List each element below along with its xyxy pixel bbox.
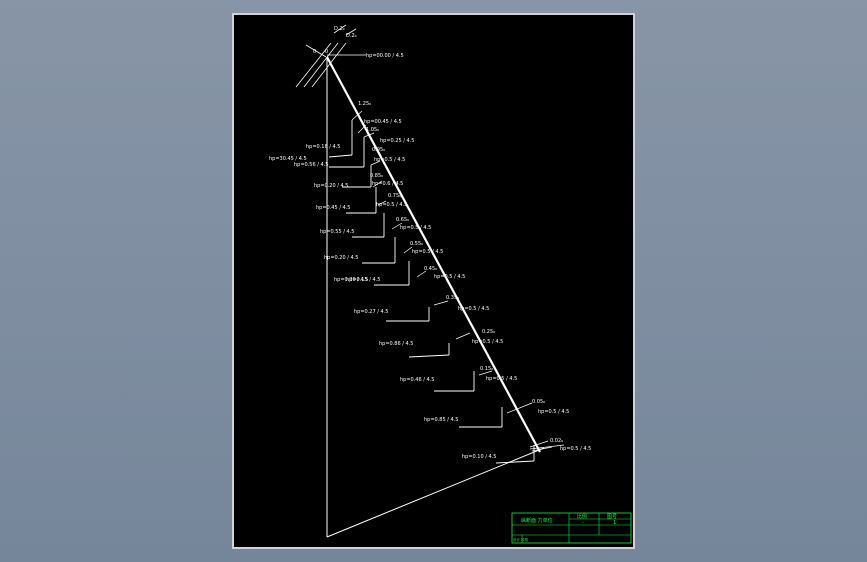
profile-drawing: 0 0 D.2₀ D.2₀ hp=00.00 / 4.5 1.25₀ hp=00…	[269, 24, 632, 544]
annotation: 0.85₀	[370, 173, 383, 179]
annotation: 0.75₀	[388, 193, 401, 199]
annotation: hp=00.00 / 4.5	[366, 53, 404, 59]
annotation: hp=0.15 / 4.5	[346, 277, 380, 283]
title-block-col2-value: 1	[613, 520, 616, 526]
annotation: hp=0.25 / 4.5	[380, 138, 414, 144]
annotation: hp=0.5 / 4.5	[458, 306, 489, 312]
annotation: 0.05₀	[532, 399, 545, 405]
annotation: hp=0.10 / 4.5	[462, 454, 496, 460]
title-block-col1-value: -	[582, 520, 584, 526]
annotation: hp=0.20 / 4.5	[324, 255, 358, 261]
annotation: hp=0.5 / 4.5	[400, 225, 431, 231]
annotation: 0.35₀	[446, 295, 459, 301]
annotation: hp=0.45 / 4.5	[316, 205, 350, 211]
annotation: 0.55₀	[410, 241, 423, 247]
annotation: hp=0.56 / 4.5	[294, 162, 328, 168]
title-block: 纵断面 力单位 比例 图号 - 1 设计 校核	[511, 512, 632, 544]
top-tag: D.2₀	[334, 26, 345, 32]
annotation: hp=0.86 / 4.5	[379, 341, 413, 347]
annotation: hp=0.46 / 4.5	[400, 377, 434, 383]
annotation: hp=30.45 / 4.5	[269, 156, 307, 162]
annotation: 1.05₀	[366, 127, 379, 133]
annotation: hp=0.55 / 4.5	[320, 229, 354, 235]
annotation: 0.65₀	[396, 217, 409, 223]
annotation: hp=0.5 / 4.5	[560, 446, 591, 452]
title-block-col2-header: 图号	[607, 514, 617, 520]
annotation: hp=0.5 / 4.5	[376, 202, 407, 208]
annotation: 0.02₀	[550, 438, 563, 444]
top-label: 0	[313, 49, 316, 55]
annotation: hp=0.5 / 4.5	[412, 249, 443, 255]
top-tag: D.2₀	[346, 33, 357, 39]
annotation: hp=0.27 / 4.5	[354, 309, 388, 315]
main-slope-line	[326, 56, 541, 453]
title-block-col1-header: 比例	[577, 513, 587, 520]
annotation: 0.25₀	[482, 329, 495, 335]
annotation: 1.25₀	[358, 101, 371, 107]
annotation: hp=0.5 / 4.5	[486, 376, 517, 382]
annotation: 0.15₀	[480, 366, 493, 372]
annotation: hp=0.20 / 4.5	[334, 277, 368, 283]
drawing-sheet: 0 0 D.2₀ D.2₀ hp=00.00 / 4.5 1.25₀ hp=00…	[232, 13, 635, 549]
annotation: hp=0.5 / 4.5	[538, 409, 569, 415]
title-block-stamp: 设计 校核	[513, 537, 529, 542]
annotation: 0.45₀	[424, 266, 437, 272]
annotation: hp=0.6 / 4.5	[372, 181, 403, 187]
annotation: hp=0.5 / 4.5	[472, 339, 503, 345]
annotation: hp=00.45 / 4.5	[364, 119, 402, 125]
annotation: hp=0.18 / 4.5	[306, 144, 340, 150]
annotation: hp=0.20 / 4.5	[314, 183, 348, 189]
annotation: hp=0.85 / 4.5	[424, 417, 458, 423]
annotation: hp=0.5 / 4.5	[434, 274, 465, 280]
title-block-title: 纵断面 力单位	[521, 517, 553, 524]
top-label: 0	[325, 49, 328, 55]
annotation: 0.95₀	[372, 147, 385, 153]
annotation: hp=0.5 / 4.5	[374, 157, 405, 163]
